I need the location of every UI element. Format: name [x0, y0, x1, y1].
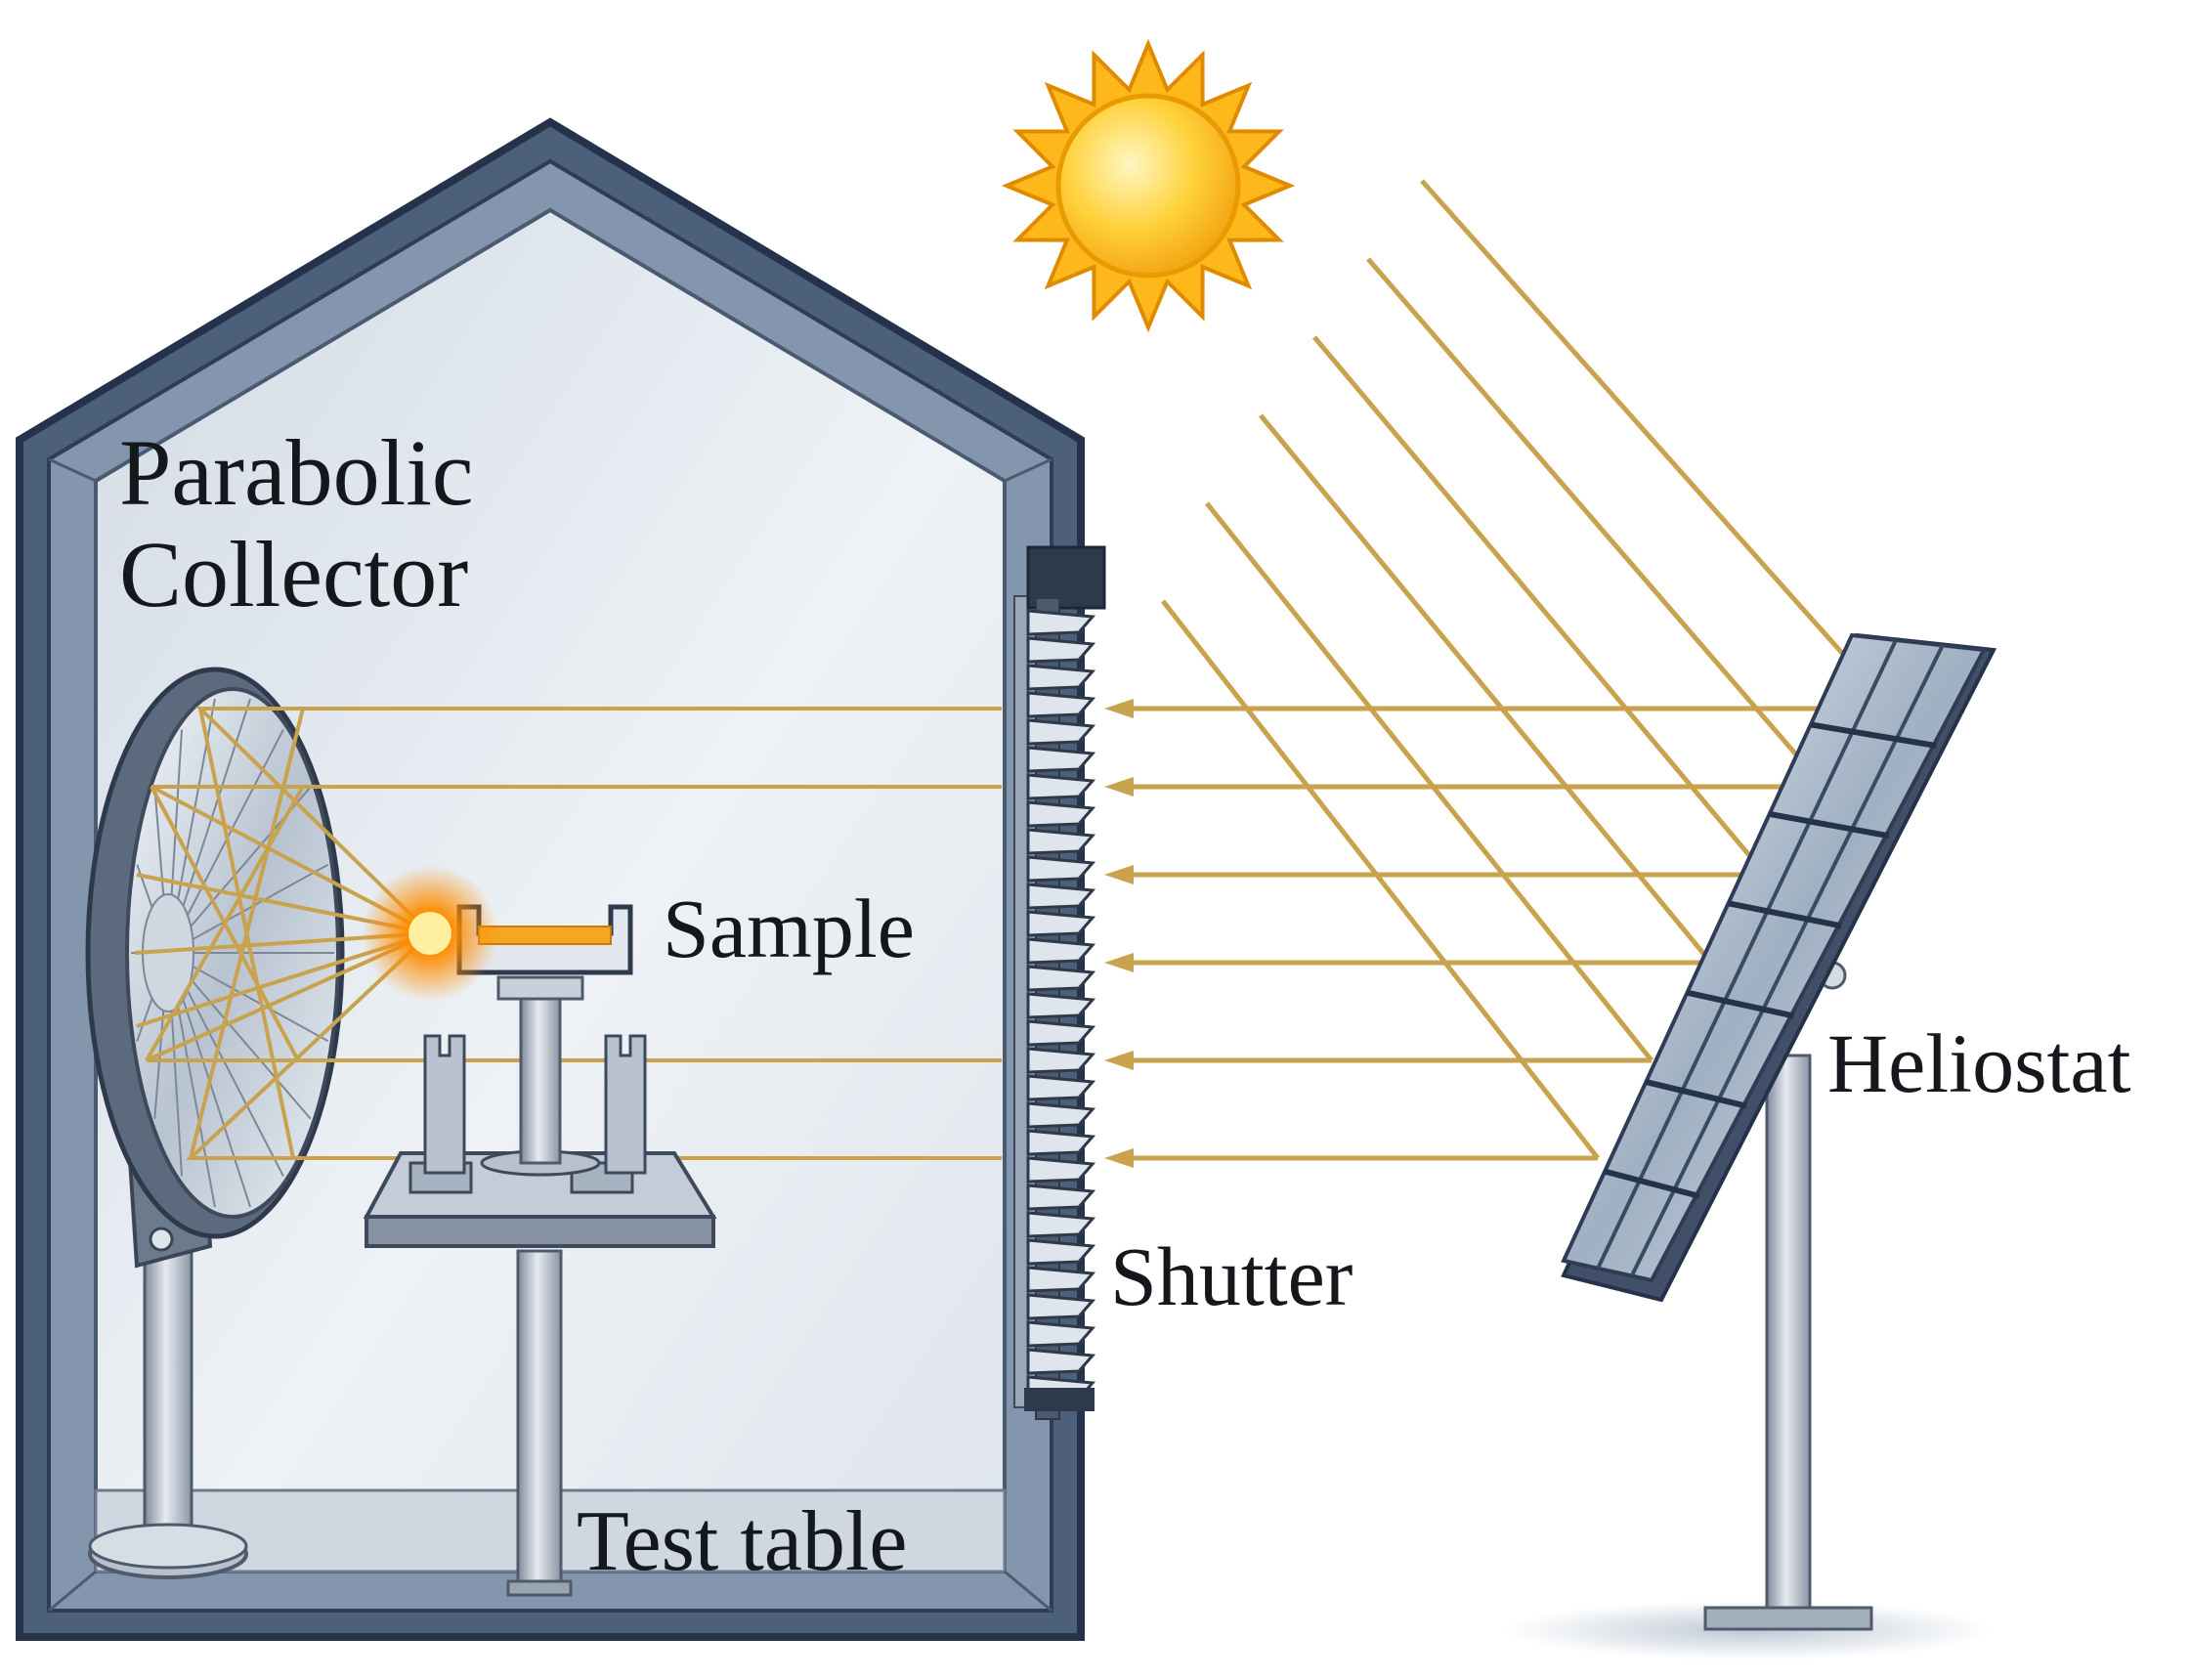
- shutter-slat: [1026, 718, 1096, 746]
- heliostat: [1561, 632, 1997, 1631]
- arrow-left-icon: [1104, 777, 1134, 797]
- shutter-slat: [1026, 1129, 1096, 1156]
- shutter-base: [1024, 1388, 1095, 1411]
- shutter-label: Shutter: [1110, 1229, 1353, 1323]
- parabolic-collector-label-line1: Parabolic: [119, 420, 474, 525]
- parabolic-collector-label-line2: Collector: [119, 521, 469, 626]
- test-table-label: Test table: [577, 1494, 908, 1589]
- shutter-slat: [1026, 1320, 1096, 1348]
- arrow-left-icon: [1104, 865, 1134, 884]
- parabolic-collector-label: Parabolic Collector: [119, 422, 474, 625]
- shutter-slat: [1026, 800, 1096, 828]
- laboratory-building: [16, 117, 1085, 1641]
- arrow-left-icon: [1104, 1148, 1134, 1168]
- arrow-left-icon: [1104, 953, 1134, 972]
- shutter-slat: [1026, 664, 1096, 691]
- heliostat-panel-divider: [1810, 721, 1937, 750]
- heliostat-panel-divider: [1645, 1079, 1747, 1109]
- shutter-slat: [1026, 992, 1096, 1019]
- shutter-slat: [1026, 1074, 1096, 1101]
- shutter-slat: [1026, 1184, 1096, 1211]
- incident-sun-rays: [1161, 179, 1898, 1160]
- shutter-slat: [1026, 1238, 1096, 1266]
- heliostat-panel-divider: [1604, 1168, 1700, 1199]
- heliostat-panel-divider: [1728, 900, 1842, 929]
- shutter-slat: [1026, 1211, 1096, 1238]
- shutter-slat: [1026, 855, 1096, 883]
- heliostat-panel-divider: [1686, 989, 1795, 1019]
- heliostat-label: Heliostat: [1827, 1016, 2131, 1110]
- shutter-slat: [1026, 609, 1096, 636]
- shutter-slat: [1026, 1266, 1096, 1293]
- shutter-slat: [1026, 1101, 1096, 1129]
- arrow-left-icon: [1104, 1051, 1134, 1070]
- shutter: [1013, 545, 1106, 1420]
- shutter-slat: [1026, 910, 1096, 937]
- sun-disc: [1055, 93, 1241, 279]
- shutter-slat: [1026, 883, 1096, 910]
- shutter-slat: [1026, 1156, 1096, 1184]
- arrow-left-icon: [1104, 699, 1134, 718]
- shutter-slat: [1026, 746, 1096, 773]
- heliostat-panel-divider: [1769, 810, 1890, 840]
- shutter-slat: [1026, 1348, 1096, 1375]
- shutter-slat: [1026, 828, 1096, 855]
- shutter-slat: [1026, 636, 1096, 664]
- shutter-slat: [1026, 773, 1096, 800]
- test-table: [363, 975, 717, 1597]
- shutter-slat: [1026, 965, 1096, 992]
- sample-label: Sample: [663, 882, 915, 975]
- shutter-slat: [1026, 1293, 1096, 1320]
- sun-icon: [1001, 38, 1296, 333]
- shutter-slat: [1026, 1047, 1096, 1074]
- dish-spoke: [167, 952, 329, 1043]
- reflected-rays: [1104, 699, 1896, 1168]
- shutter-slat: [1026, 691, 1096, 718]
- shutter-slat: [1026, 937, 1096, 965]
- dish-spoke: [167, 863, 329, 954]
- focal-point-glow: [362, 865, 498, 1002]
- shutter-slat: [1026, 1019, 1096, 1047]
